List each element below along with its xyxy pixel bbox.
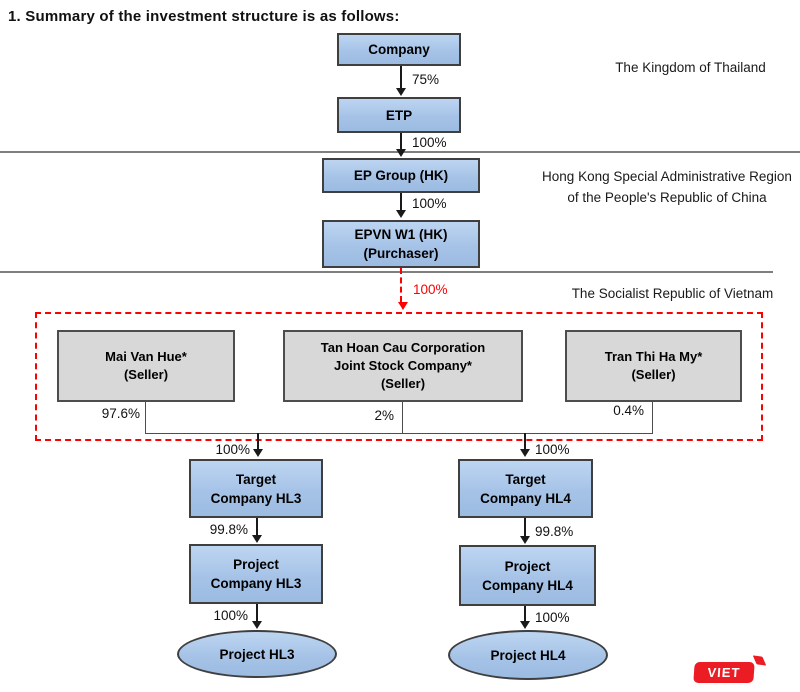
connector-bus-sellers	[145, 433, 653, 434]
connector-stub-seller-1	[145, 402, 146, 434]
arrow-sellers-target-hl4	[520, 433, 530, 457]
edge-label-epvn-sellers: 100%	[413, 282, 448, 297]
region-label-thailand: The Kingdom of Thailand	[615, 60, 766, 75]
node-project-company-hl3: Project Company HL3	[189, 544, 323, 604]
node-etp: ETP	[337, 97, 461, 133]
node-target-company-hl4: Target Company HL4	[458, 459, 593, 518]
node-seller-tan-hoan-cau: Tan Hoan Cau Corporation Joint Stock Com…	[283, 330, 523, 402]
seller-2-line3: (Seller)	[380, 376, 426, 391]
node-project-hl4: Project HL4	[448, 630, 608, 680]
seller-2-line2: Joint Stock Company*	[334, 358, 472, 373]
node-epvn-w1-purchaser: EPVN W1 (HK) (Purchaser)	[322, 220, 480, 268]
arrow-target-hl4-project-co	[520, 518, 530, 544]
arrow-target-hl3-project-co	[252, 518, 262, 543]
arrow-etp-ep-group	[396, 133, 406, 157]
edge-label-company-etp: 75%	[412, 72, 440, 87]
edge-label-project-co-hl4-project: 100%	[535, 610, 570, 625]
viet-logo-flag-icon	[752, 655, 767, 666]
viet-logo: VIET	[693, 662, 755, 683]
arrow-project-co-hl3-project	[252, 604, 262, 629]
edge-label-project-co-hl3-project: 100%	[213, 608, 248, 623]
edge-label-target-hl3-project-co: 99.8%	[209, 522, 248, 537]
node-ep-group-hk-label: EP Group (HK)	[353, 168, 449, 183]
edge-label-seller-2-share: 2%	[374, 408, 394, 423]
sellers-dashed-boundary	[35, 312, 763, 441]
edge-label-seller-3-share: 0.4%	[613, 403, 644, 418]
project-hl4-label: Project HL4	[490, 647, 566, 663]
node-company-label: Company	[368, 42, 430, 57]
project-co-hl4-line2: Company HL4	[482, 577, 573, 593]
node-etp-label: ETP	[385, 107, 413, 123]
target-hl3-line2: Company HL3	[210, 490, 302, 506]
target-hl3-line1: Target	[235, 471, 277, 487]
node-seller-mai-van-hue: Mai Van Hue* (Seller)	[57, 330, 235, 402]
region-label-hong-kong: Hong Kong Special Administrative Region …	[542, 169, 792, 205]
edge-label-sellers-target-hl4: 100%	[535, 442, 570, 457]
node-project-company-hl4: Project Company HL4	[459, 545, 596, 606]
node-company: Company	[337, 33, 461, 66]
connector-stub-seller-2	[402, 402, 403, 434]
node-epvn-line2: (Purchaser)	[363, 246, 439, 261]
edge-label-ep-group-epvn: 100%	[412, 196, 447, 211]
node-ep-group-hk: EP Group (HK)	[322, 158, 480, 193]
viet-logo-text: VIET	[707, 665, 741, 680]
edge-label-target-hl4-project-co: 99.8%	[535, 524, 574, 539]
project-co-hl3-line2: Company HL3	[210, 576, 302, 591]
target-hl4-line2: Company HL4	[480, 490, 571, 506]
node-target-company-hl3: Target Company HL3	[189, 459, 323, 518]
connector-stub-seller-3	[652, 402, 653, 434]
edge-label-seller-1-share: 97.6%	[101, 406, 140, 421]
project-co-hl3-line1: Project	[233, 557, 279, 572]
node-project-hl3: Project HL3	[177, 630, 337, 678]
node-epvn-line1: EPVN W1 (HK)	[354, 227, 448, 242]
project-co-hl4-line1: Project	[504, 558, 551, 574]
target-hl4-line1: Target	[505, 471, 546, 487]
seller-2-line1: Tan Hoan Cau Corporation	[320, 340, 486, 355]
arrow-sellers-target-hl3	[253, 433, 263, 457]
node-seller-tran-thi-ha-my: Tran Thi Ha My* (Seller)	[565, 330, 742, 402]
seller-3-line1: Tran Thi Ha My*	[604, 349, 703, 364]
edge-label-etp-ep-group: 100%	[412, 135, 447, 150]
seller-1-line2: (Seller)	[123, 367, 169, 382]
project-hl3-label: Project HL3	[219, 646, 295, 662]
arrow-company-etp	[396, 66, 406, 96]
arrow-ep-group-epvn	[396, 193, 406, 218]
seller-3-line2: (Seller)	[631, 367, 676, 382]
arrow-project-co-hl4-project	[520, 606, 530, 629]
region-label-vietnam: The Socialist Republic of Vietnam	[571, 286, 774, 301]
edge-label-sellers-target-hl3: 100%	[215, 442, 250, 457]
page-title: 1. Summary of the investment structure i…	[8, 8, 400, 25]
arrow-epvn-sellers-red	[398, 268, 408, 310]
section-divider-hongkong-vietnam	[0, 271, 773, 273]
seller-1-line1: Mai Van Hue*	[105, 349, 187, 364]
